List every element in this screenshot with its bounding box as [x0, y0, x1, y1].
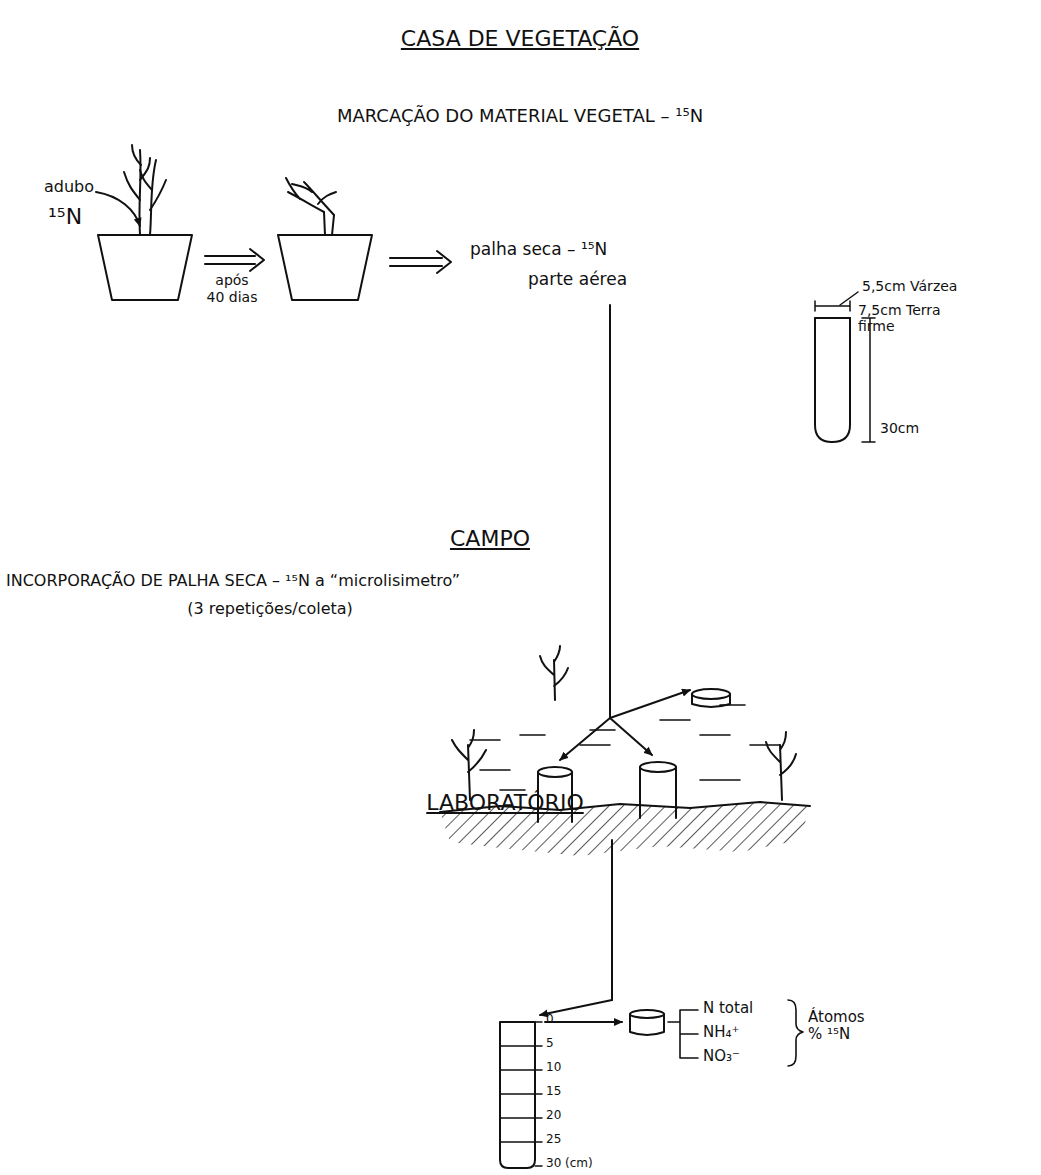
depth-label: 30 (cm): [546, 1157, 593, 1171]
material-label: palha seca – ¹⁵N: [470, 240, 607, 260]
title: CASA DE VEGETAÇÃO: [401, 26, 639, 51]
isotope-label: ¹⁵N: [48, 204, 82, 229]
depth-label: 25: [546, 1133, 561, 1147]
analysis-label: NO₃⁻: [703, 1048, 740, 1065]
section-heading: MARCAÇÃO DO MATERIAL VEGETAL – ¹⁵N: [337, 106, 703, 127]
flow-line: [609, 305, 611, 718]
step-label: (3 repetições/coleta): [187, 600, 353, 618]
pot-plant: [98, 145, 192, 300]
analysis-label: Átomos % ¹⁵N: [808, 1009, 878, 1044]
analysis-label: NH₄⁺: [703, 1024, 739, 1041]
depth-label: 10: [546, 1061, 561, 1075]
depth-label: 20: [546, 1109, 561, 1123]
depth-label: 15: [546, 1085, 561, 1099]
dimension-label: 5,5cm Várzea: [862, 278, 957, 294]
analysis-label: N total: [703, 1000, 753, 1017]
pointer-arrow: [96, 192, 140, 226]
flow-line: [611, 840, 613, 1000]
double-arrow: [205, 249, 264, 271]
pot-cut-plant: [278, 178, 372, 300]
dimension-label: 30cm: [880, 420, 919, 436]
label: adubo: [44, 178, 94, 196]
soil-core: [500, 1000, 803, 1168]
section-heading: LABORATÓRIO: [426, 790, 583, 815]
flow-arrow: [610, 690, 690, 718]
depth-label: 0: [546, 1013, 554, 1027]
double-arrow: [390, 251, 451, 273]
depth-label: 5: [546, 1037, 554, 1051]
time-label: após: [215, 272, 248, 288]
flow-arrow: [610, 718, 652, 755]
dimension-label: 7,5cm Terra firme: [858, 302, 958, 334]
step-label: INCORPORAÇÃO DE PALHA SECA – ¹⁵N a “micr…: [6, 572, 460, 590]
flow-arrow: [560, 718, 610, 760]
material-label: parte aérea: [528, 270, 627, 290]
section-heading: CAMPO: [450, 526, 530, 551]
time-label: 40 dias: [207, 289, 258, 305]
field: [440, 646, 810, 856]
